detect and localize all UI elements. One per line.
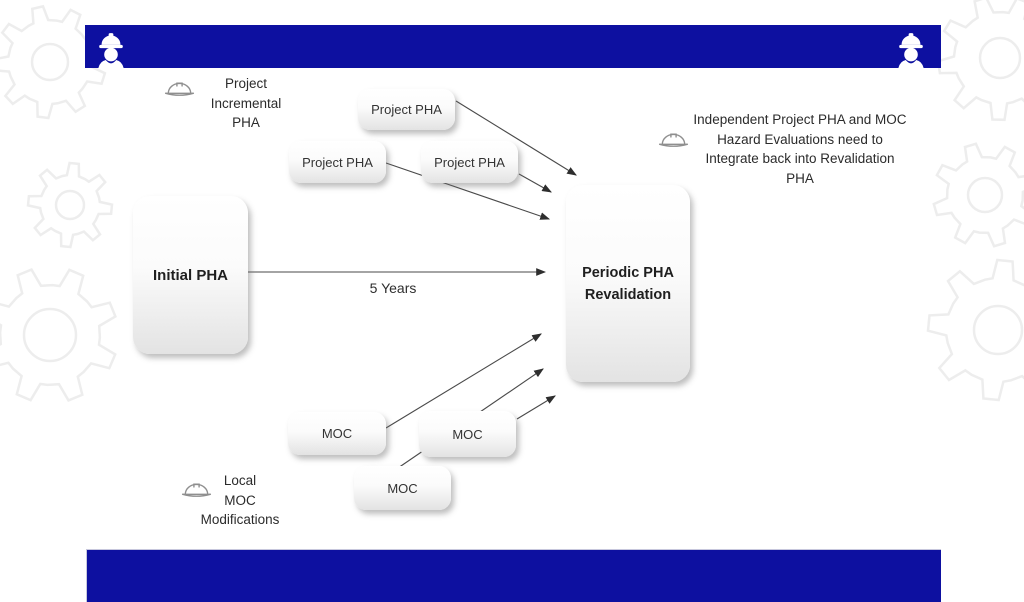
node-periodic-pha-revalidation: Periodic PHA Revalidation	[566, 185, 690, 382]
node-project-pha-2: Project PHA	[289, 141, 386, 183]
node-moc-3-label: MOC	[387, 480, 418, 496]
node-periodic-label: Periodic PHA Revalidation	[582, 264, 674, 303]
gear-hole	[30, 42, 70, 82]
node-project-pha-1-label: Project PHA	[371, 102, 442, 117]
node-moc-1: MOC	[288, 412, 386, 455]
gear-hole	[966, 176, 1004, 214]
arrow-moc1-to-periodic	[385, 333, 542, 429]
arrow-project3-to-periodic	[518, 173, 552, 193]
gear-icon	[932, 142, 1024, 248]
hardhat-icon-project-incremental	[165, 82, 194, 96]
five-years-edge-label: 5 Years	[369, 280, 417, 296]
bottom-banner	[86, 549, 941, 602]
arrow-project2-to-periodic	[385, 162, 551, 220]
gear-hole	[22, 307, 78, 363]
arrow-moc2-to-periodic	[516, 395, 556, 420]
node-project-pha-2-label: Project PHA	[302, 154, 373, 170]
node-moc-2: MOC	[419, 411, 516, 457]
gear-icon	[0, 4, 107, 120]
note-local-moc-modifications: Local MOC Modifications	[200, 473, 280, 527]
hardhat-icon-independent	[659, 133, 688, 147]
hardhat-icon-local-moc	[182, 483, 211, 497]
worker-hardhat-icon-right	[898, 33, 924, 68]
node-moc-3: MOC	[354, 466, 451, 510]
note-project-incremental-pha: Project Incremental PHA	[210, 76, 282, 130]
gear-hole	[978, 36, 1022, 80]
gear-icon	[26, 161, 114, 249]
node-initial-pha: Initial PHA	[133, 196, 248, 354]
note-independent-integration: Independent Project PHA and MOC Hazard E…	[693, 112, 907, 186]
node-project-pha-3-label: Project PHA	[434, 154, 505, 170]
node-moc-1-label: MOC	[321, 426, 353, 441]
top-banner	[85, 25, 941, 68]
gear-hole	[972, 304, 1024, 356]
node-project-pha-3: Project PHA	[421, 141, 518, 183]
gear-icon	[0, 268, 117, 402]
worker-hardhat-icon-left	[98, 33, 124, 68]
gear-hole	[54, 189, 86, 221]
node-project-pha-1: Project PHA	[358, 89, 455, 130]
node-moc-2-label: MOC	[452, 426, 483, 442]
arrow-project1-to-periodic	[455, 100, 577, 176]
gear-icon	[926, 258, 1024, 402]
node-initial-pha-label: Initial PHA	[152, 266, 228, 284]
